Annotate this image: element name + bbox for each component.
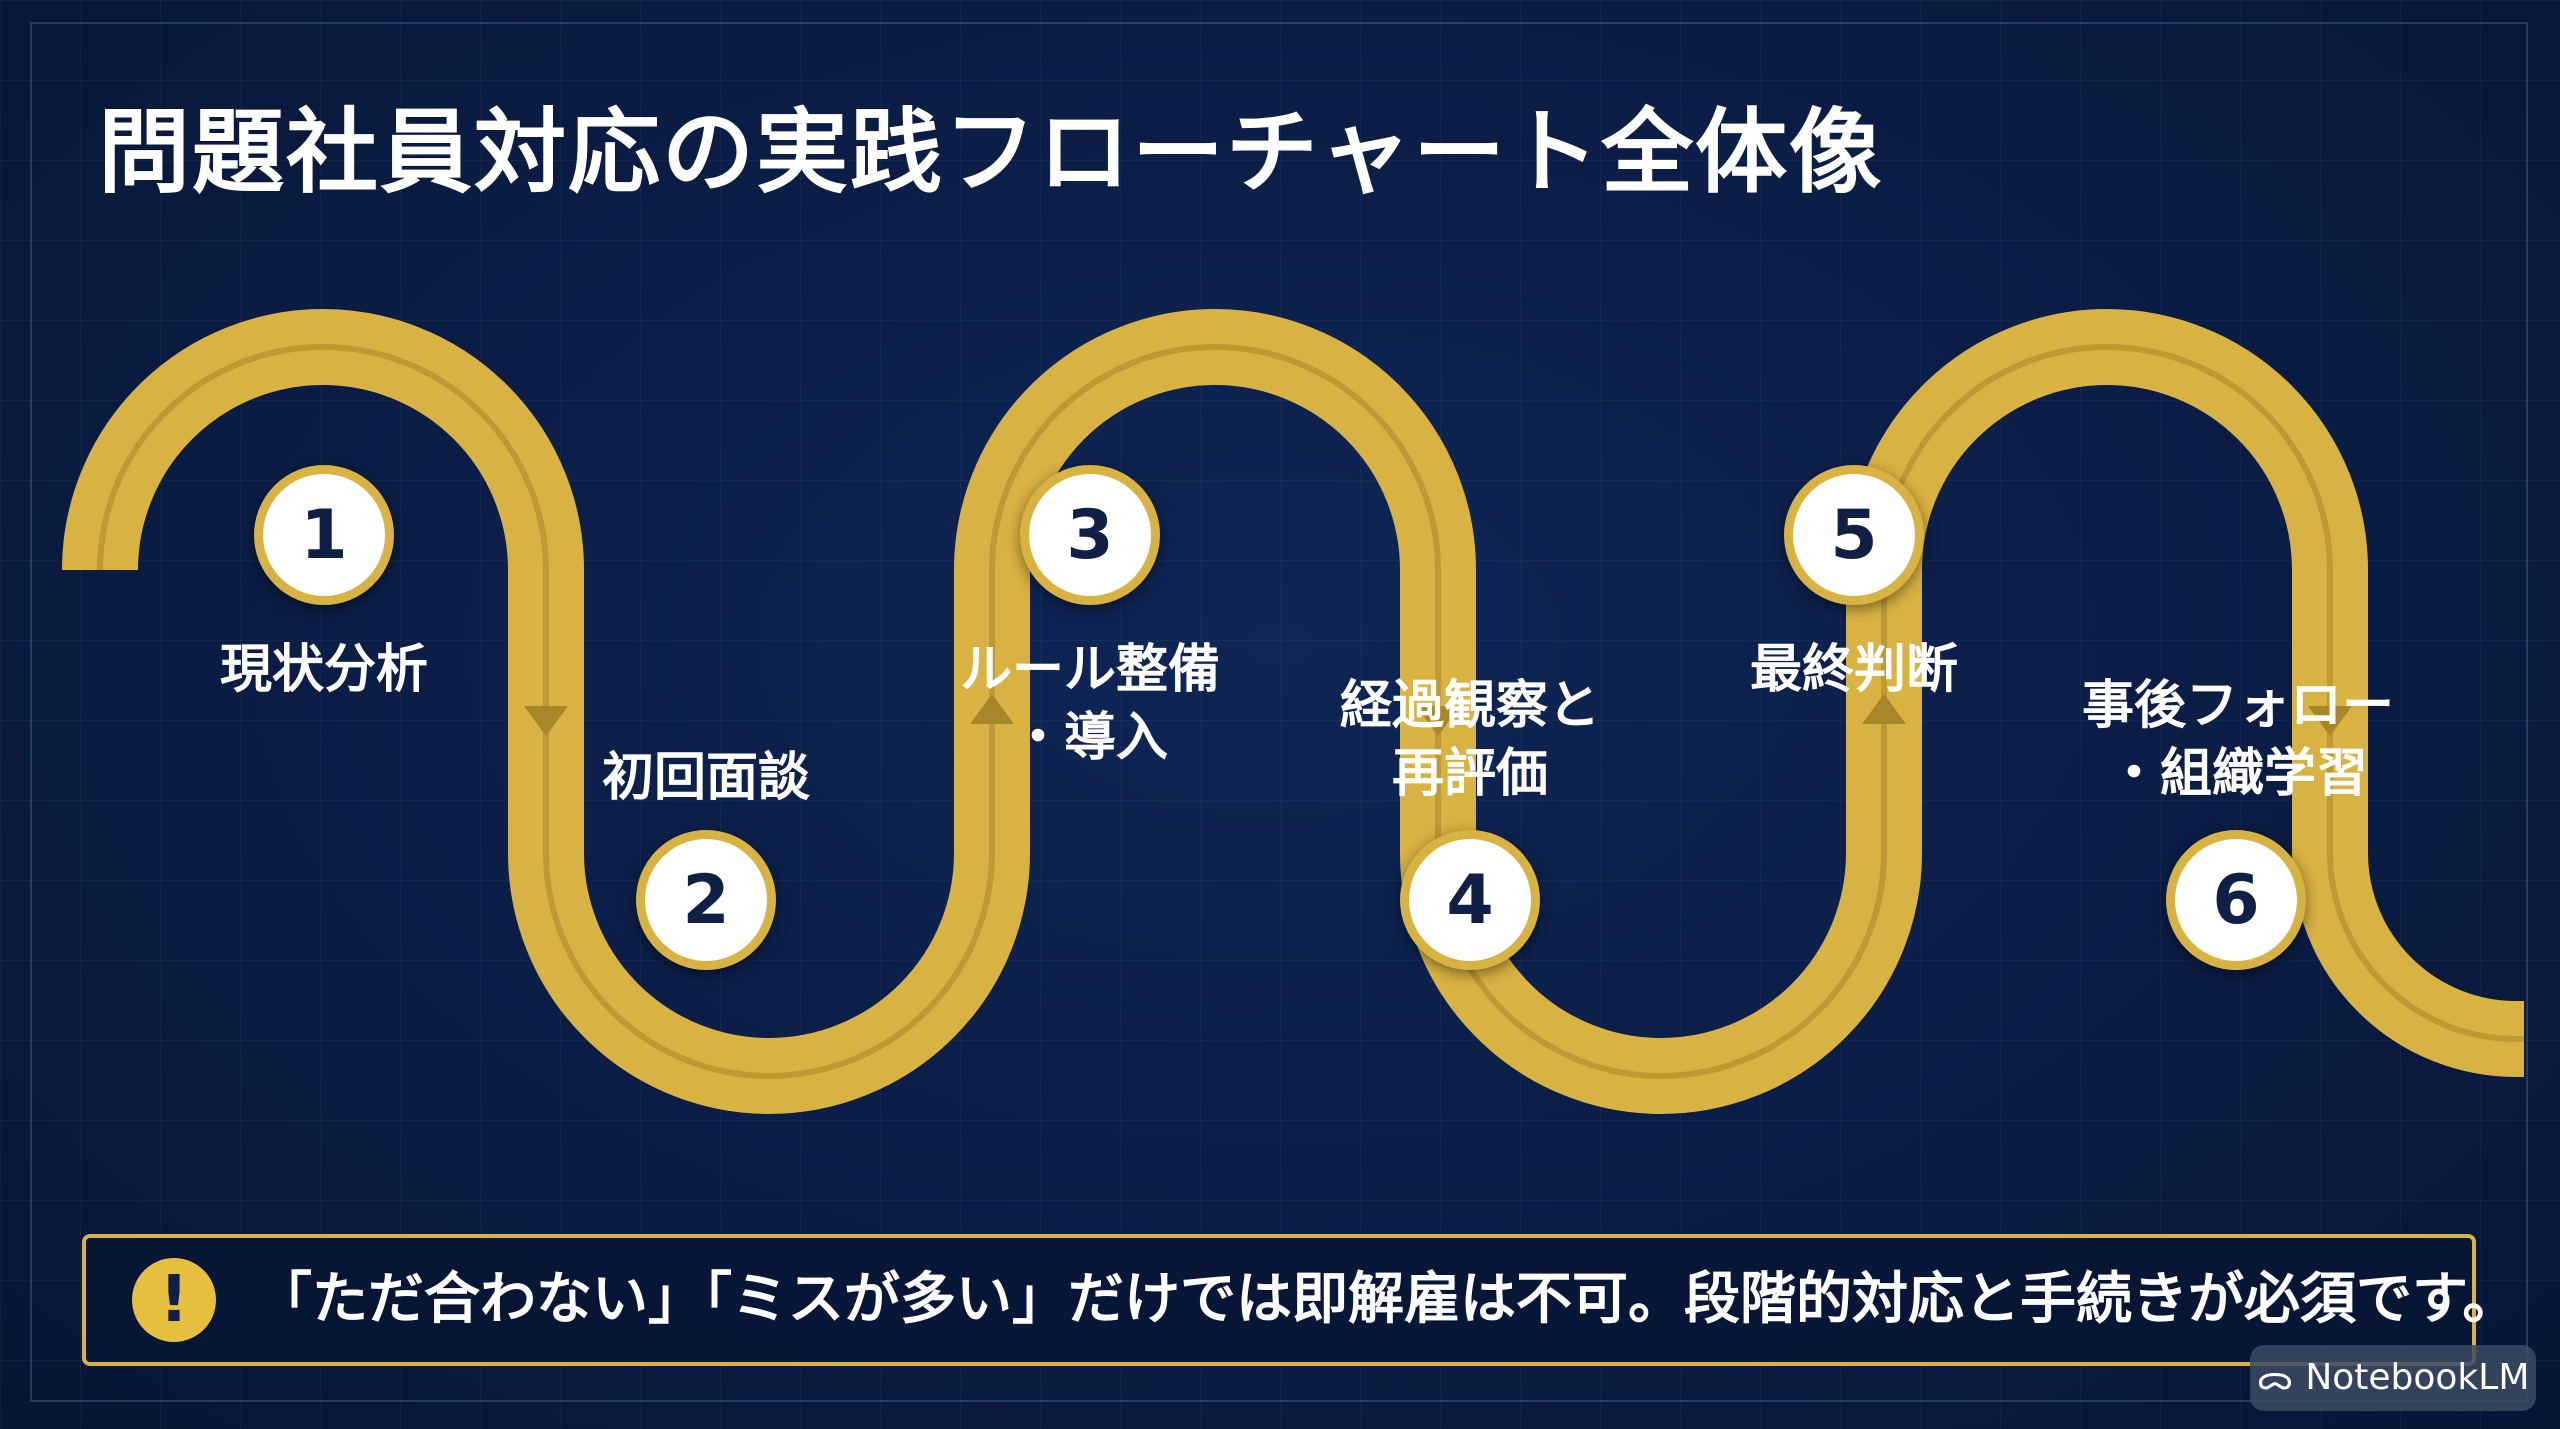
exclamation-icon: ! xyxy=(132,1258,216,1342)
step-badge-1: 1 xyxy=(254,465,394,605)
step-label-2: 初回面談 xyxy=(601,748,811,808)
page-title: 問題社員対応の実践フローチャート全体像 xyxy=(98,99,1884,206)
step-label-3: ルール整備 ・導入 xyxy=(960,636,1220,772)
slide-frame xyxy=(30,22,2528,1402)
step-label-3-line1: ルール整備 xyxy=(959,640,1221,700)
arrow-down-icon xyxy=(1416,706,1460,736)
step-label-4: 経過観察と 再評価 xyxy=(1340,672,1600,808)
arrow-up-icon xyxy=(1862,694,1906,724)
step-label-6-line1: 事後フォロー xyxy=(2081,676,2395,736)
step-label-1: 現状分析 xyxy=(219,640,429,700)
step-badge-3: 3 xyxy=(1020,465,1160,605)
arrow-down-icon xyxy=(524,706,568,736)
path-centerline xyxy=(97,344,2524,1079)
arrow-down-icon xyxy=(2308,706,2352,736)
step-label-3-line2: ・導入 xyxy=(1011,708,1169,768)
step-badge-5: 5 xyxy=(1784,465,1924,605)
step-label-5: 最終判断 xyxy=(1749,640,1959,700)
warning-note: ! 「ただ合わない」「ミスが多い」だけでは即解雇は不可。段階的対応と手続きが必須… xyxy=(82,1234,2518,1366)
warning-note-text: 「ただ合わない」「ミスが多い」だけでは即解雇は不可。段階的対応と手続きが必須です… xyxy=(256,1267,2519,1332)
notebooklm-label: NotebookLM xyxy=(2305,1357,2530,1398)
step-label-6-line2: ・組織学習 xyxy=(2107,744,2369,804)
step-badge-6: 6 xyxy=(2166,830,2306,970)
notebooklm-logo-icon: ᯅ xyxy=(2256,1358,2294,1398)
step-label-4-line2: 再評価 xyxy=(1391,744,1549,804)
step-badge-4: 4 xyxy=(1400,830,1540,970)
step-label-4-line1: 経過観察と xyxy=(1339,676,1601,736)
step-label-6: 事後フォロー ・組織学習 xyxy=(2082,672,2394,808)
notebooklm-badge[interactable]: ᯅ NotebookLM xyxy=(2250,1345,2536,1411)
step-badge-2: 2 xyxy=(636,830,776,970)
arrow-up-icon xyxy=(970,694,1014,724)
